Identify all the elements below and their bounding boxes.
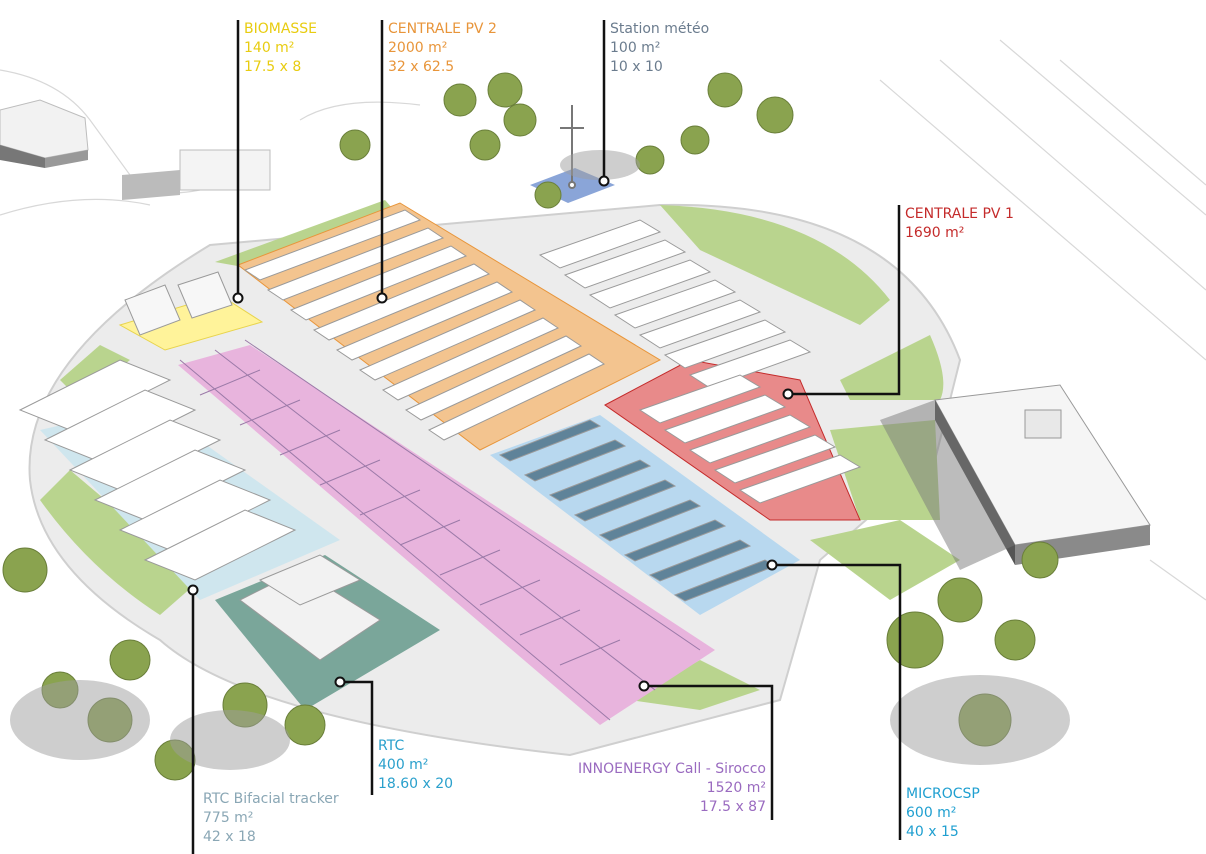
background-sketch [0, 39, 1206, 601]
label-pv2-title: CENTRALE PV 2 [388, 21, 497, 37]
pv2-panels [243, 209, 606, 441]
leader-lines [191, 20, 902, 854]
label-biomasse: BIOMASSE 140 m² 17.5 x 8 [244, 20, 317, 77]
label-rtc-bifacial: RTC Bifacial tracker 775 m² 42 x 18 [203, 790, 339, 847]
leader-rtc [340, 680, 374, 795]
biomasse-greenhouses [124, 271, 233, 336]
label-rtc-dims: 18.60 x 20 [378, 776, 454, 792]
label-innoenergy-dims: 17.5 x 87 [699, 799, 766, 815]
label-innoenergy-area: 1520 m² [706, 780, 766, 796]
building [880, 384, 1151, 570]
background-buildings [0, 99, 271, 200]
label-pv2-dims: 32 x 62.5 [388, 59, 455, 75]
label-pv2: CENTRALE PV 2 2000 m² 32 x 62.5 [388, 20, 497, 77]
innoenergy-structures [179, 339, 701, 721]
leader-pv1 [788, 205, 901, 396]
label-microcsp-area: 600 m² [906, 805, 957, 821]
label-rtc: RTC 400 m² 18.60 x 20 [378, 737, 453, 794]
label-biomasse-dims: 17.5 x 8 [244, 59, 302, 75]
label-microcsp: MICROCSP 600 m² 40 x 15 [906, 785, 980, 842]
microcsp-panels [498, 419, 777, 602]
label-pv2-area: 2000 m² [388, 40, 448, 56]
rtc-bifacial-panels [18, 359, 297, 581]
panel-rows [18, 209, 862, 721]
label-rtc-bifacial-area: 775 m² [203, 810, 254, 826]
zone-innoenergy [178, 345, 715, 725]
label-innoenergy: INNOENERGY Call - Sirocco 1520 m² 17.5 x… [578, 760, 766, 817]
label-rtc-bifacial-title: RTC Bifacial tracker [203, 791, 339, 807]
label-pv1-title: CENTRALE PV 1 [905, 206, 1014, 222]
label-biomasse-area: 140 m² [244, 40, 295, 56]
pv1-panels [538, 219, 862, 504]
label-meteo-dims: 10 x 10 [610, 59, 663, 75]
leader-microcsp [772, 563, 902, 840]
label-biomasse-title: BIOMASSE [244, 21, 318, 37]
label-rtc-bifacial-dims: 42 x 18 [203, 829, 256, 845]
label-pv1-area: 1690 m² [905, 225, 965, 241]
label-meteo: Station météo 100 m² 10 x 10 [610, 20, 709, 77]
label-meteo-area: 100 m² [610, 40, 661, 56]
label-microcsp-dims: 40 x 15 [906, 824, 959, 840]
label-rtc-title: RTC [378, 738, 405, 754]
label-innoenergy-title: INNOENERGY Call - Sirocco [578, 761, 766, 777]
label-pv1: CENTRALE PV 1 1690 m² [905, 205, 1014, 243]
leader-innoenergy [644, 684, 774, 820]
label-rtc-area: 400 m² [378, 757, 429, 773]
rtc-structure [239, 554, 381, 661]
label-meteo-title: Station météo [610, 21, 710, 37]
leader-dots [187, 175, 794, 692]
label-microcsp-title: MICROCSP [906, 786, 980, 802]
